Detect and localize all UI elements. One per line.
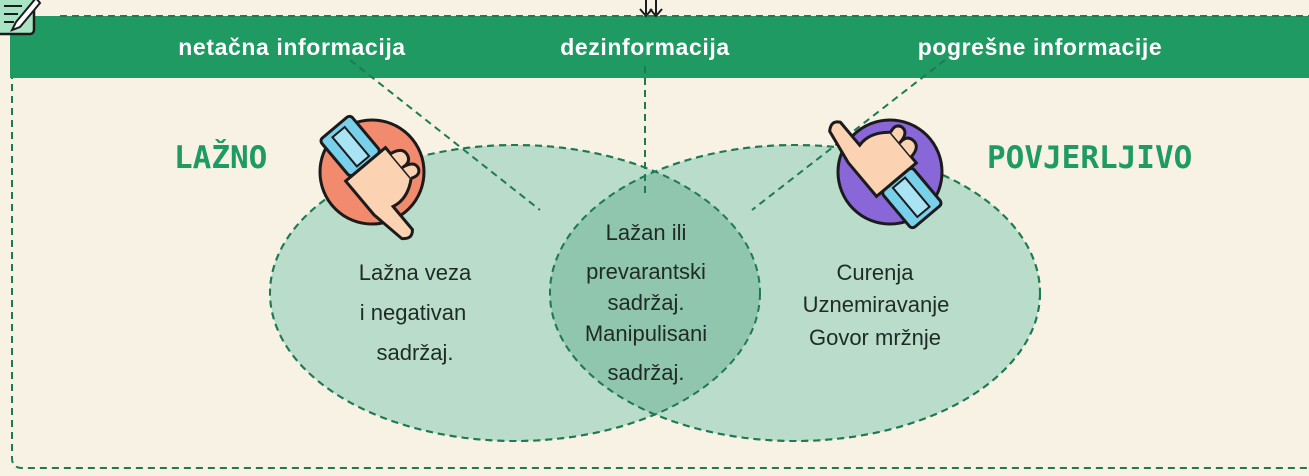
header-label-malinformation: pogrešne informacije — [918, 34, 1163, 60]
notepad-pencil-icon — [0, 0, 42, 36]
left-circle-outline — [269, 144, 761, 442]
overlap-region — [550, 145, 760, 441]
left-circle-text: Lažna veza i negativan sadržaj. — [359, 260, 472, 365]
center-text-line: sadržaj. — [607, 290, 684, 315]
header-label-disinformation: dezinformacija — [560, 34, 729, 60]
left-title: LAŽNO — [174, 140, 267, 176]
left-text-line: Lažna veza — [359, 260, 472, 285]
header-label-misinformation: netačna informacija — [178, 34, 405, 60]
right-text-line: Govor mržnje — [809, 325, 941, 350]
center-text-line: Lažan ili — [606, 220, 687, 245]
right-text-line: Curenja — [836, 260, 914, 285]
thumbs-down-icon — [318, 114, 426, 241]
left-text-line: sadržaj. — [376, 340, 453, 365]
center-text-line: sadržaj. — [607, 360, 684, 385]
right-text-line: Uznemiravanje — [803, 292, 950, 317]
frame-border — [11, 60, 1309, 469]
right-title: POVJERLJIVO — [987, 140, 1192, 176]
header-band — [10, 16, 1309, 78]
right-circle-outline — [549, 144, 1041, 442]
right-circle-text: Curenja Uznemiravanje Govor mržnje — [803, 260, 950, 350]
left-text-line: i negativan — [360, 300, 466, 325]
center-text-line: prevarantski — [586, 259, 706, 284]
thumbs-up-icon — [828, 118, 944, 230]
center-circle-text: Lažan ili prevarantski sadržaj. Manipuli… — [585, 220, 707, 385]
center-text-line: Manipulisani — [585, 321, 707, 346]
top-arrows — [639, 0, 663, 18]
